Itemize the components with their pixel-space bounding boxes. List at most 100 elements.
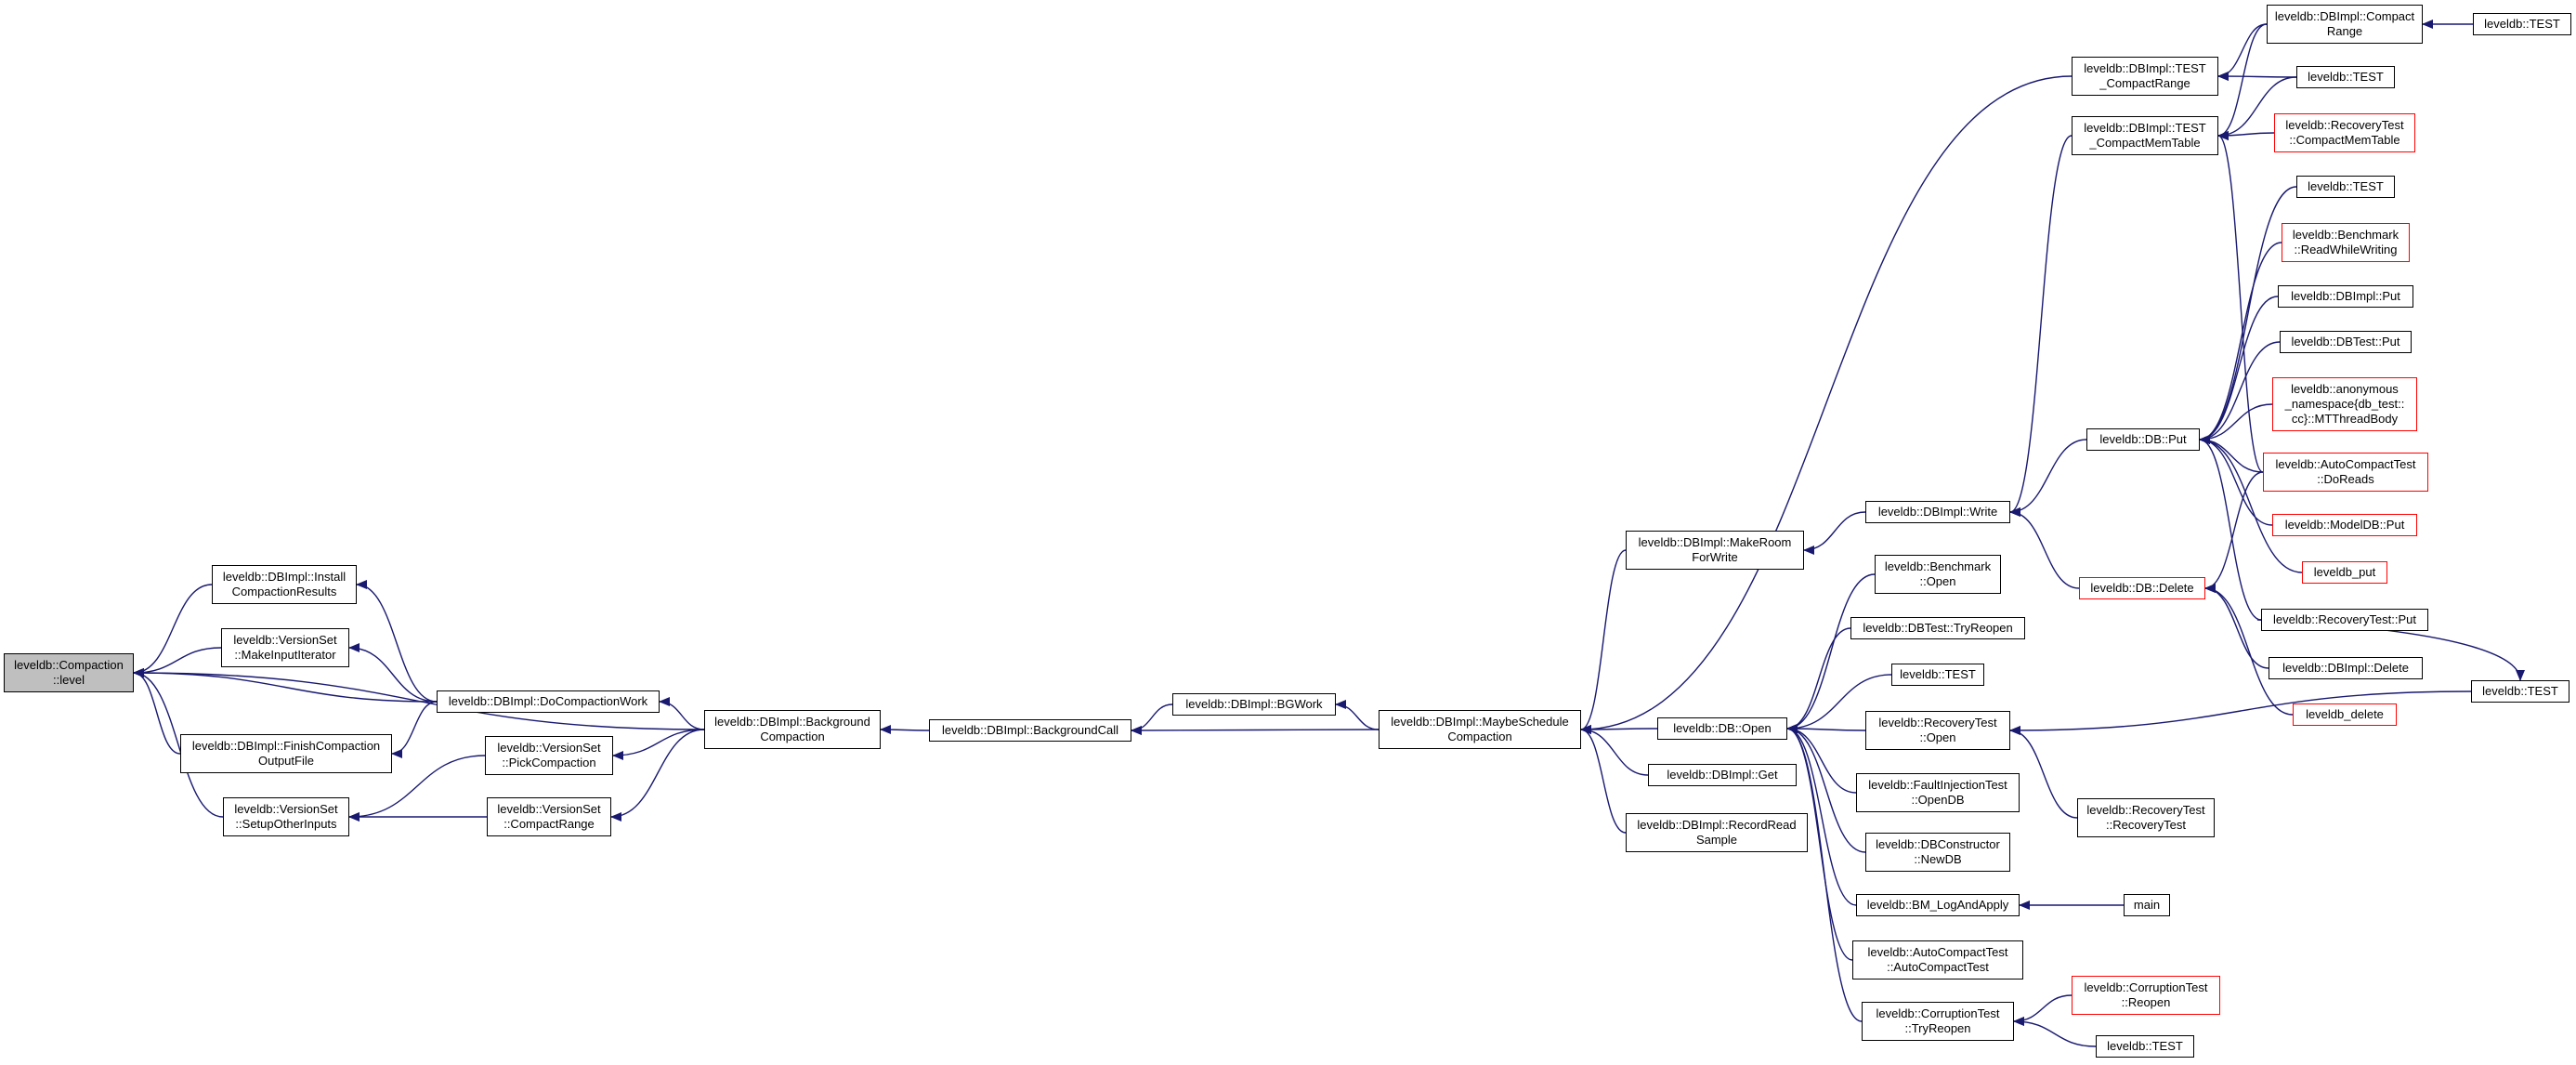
edge-n03-to-n01 [133,647,222,677]
edge-n11-to-n10 [1131,703,1173,735]
edge-n15-to-n12 [1580,725,1649,776]
edge-n43-to-n28 [2217,131,2264,473]
edge-n28-to-n17 [2009,135,2073,517]
edge-n18-to-n14 [1786,573,1876,733]
node-dbimpl-put[interactable]: leveldb::DBImpl::Put [2278,285,2413,308]
node-autocompacttest-ctor[interactable]: leveldb::AutoCompactTest ::AutoCompactTe… [1852,940,2023,980]
node-dbtest-put[interactable]: leveldb::DBTest::Put [2280,331,2412,353]
edge-n19-to-n14 [1786,627,1851,733]
node-recoverytest-compactmemtable[interactable]: leveldb::RecoveryTest ::CompactMemTable [2274,113,2415,152]
edge-n41-to-n29 [2199,341,2281,444]
edge-n09-to-n01 [133,668,705,730]
node-leveldb-delete[interactable]: leveldb_delete [2293,703,2397,726]
node-anonymous-mtthreadbody[interactable]: leveldb::anonymous _namespace{db_test:: … [2272,377,2417,431]
node-benchmark-readwhilewriting[interactable]: leveldb::Benchmark ::ReadWhileWriting [2282,223,2410,262]
node-dbconstructor-newdb[interactable]: leveldb::DBConstructor ::NewDB [1865,833,2010,872]
edge-n09-to-n07 [612,729,705,760]
edge-n31-to-n21 [2009,726,2078,819]
node-dbimpl-test-compactmemtable[interactable]: leveldb::DBImpl::TEST _CompactMemTable [2072,116,2218,155]
edge-n40-to-n29 [2199,296,2279,444]
edge-n42-to-n29 [2199,403,2273,444]
node-benchmark-open[interactable]: leveldb::Benchmark ::Open [1875,555,2001,594]
edge-n48-to-n30 [2204,584,2294,716]
node-dbimpl-test-compactrange[interactable]: leveldb::DBImpl::TEST _CompactRange [2072,57,2218,96]
node-recoverytest-put[interactable]: leveldb::RecoveryTest::Put [2261,609,2428,631]
node-dbimpl-compactrange[interactable]: leveldb::DBImpl::Compact Range [2267,5,2423,44]
edge-n21-to-n14 [1786,724,1866,734]
edge-n06-to-n02 [356,580,438,703]
edge-n06-to-n03 [348,643,438,703]
edge-n12-to-n11 [1335,700,1380,730]
node-corruptiontest-reopen[interactable]: leveldb::CorruptionTest ::Reopen [2072,976,2220,1015]
edge-n13-to-n12 [1580,549,1627,734]
node-dbtest-tryreopen[interactable]: leveldb::DBTest::TryReopen [1850,617,2025,639]
edge-n05-to-n01 [133,668,224,818]
edge-n09-to-n08 [610,729,705,822]
edge-n43-to-n30 [2204,471,2264,593]
node-dbimpl-bgwork[interactable]: leveldb::DBImpl::BGWork [1172,693,1336,716]
edge-n36-to-n27 [2217,72,2297,82]
edges [133,20,2525,1047]
node-dbimpl-makeroom-for-write[interactable]: leveldb::DBImpl::MakeRoom ForWrite [1626,531,1804,570]
node-dbimpl-finish-compaction-output-file[interactable]: leveldb::DBImpl::FinishCompaction Output… [180,734,392,773]
node-test-put[interactable]: leveldb::TEST [2296,176,2395,198]
node-dbimpl-background-compaction[interactable]: leveldb::DBImpl::Background Compaction [704,710,881,749]
edge-n17-to-n13 [1803,511,1866,555]
node-compaction-level: leveldb::Compaction ::level [4,653,134,692]
edge-n30-to-n17 [2009,507,2080,589]
edge-n34-to-n26 [2013,1017,2097,1047]
edge-n46-to-n29 [2199,435,2262,621]
edge-n39-to-n29 [2199,242,2282,444]
node-main[interactable]: main [2124,894,2170,916]
edge-n36-to-n28 [2217,76,2297,140]
edge-n33-to-n26 [2013,994,2073,1026]
node-test-recovery[interactable]: leveldb::TEST [2471,680,2569,703]
edge-n35-to-n28 [2217,23,2268,140]
node-dbimpl-write[interactable]: leveldb::DBImpl::Write [1865,501,2010,523]
node-recoverytest-open[interactable]: leveldb::RecoveryTest ::Open [1865,711,2010,750]
node-versionset-compact-range[interactable]: leveldb::VersionSet ::CompactRange [487,797,611,836]
edge-n20-to-n14 [1786,674,1892,733]
edge-n24-to-n14 [1786,724,1857,906]
edge-n23-to-n14 [1786,724,1866,853]
node-dbimpl-install-compaction-results[interactable]: leveldb::DBImpl::Install CompactionResul… [212,565,357,604]
node-faultinjectiontest-opendb[interactable]: leveldb::FaultInjectionTest ::OpenDB [1856,773,2020,812]
node-versionset-pick-compaction[interactable]: leveldb::VersionSet ::PickCompaction [485,736,613,775]
edge-n07-to-n05 [348,755,486,822]
node-dbimpl-delete[interactable]: leveldb::DBImpl::Delete [2269,657,2423,679]
edge-n44-to-n29 [2199,435,2273,526]
node-dbimpl-get[interactable]: leveldb::DBImpl::Get [1648,764,1797,786]
node-dbimpl-background-call[interactable]: leveldb::DBImpl::BackgroundCall [929,719,1131,742]
edge-n26-to-n14 [1786,724,1863,1022]
node-versionset-make-input-iterator[interactable]: leveldb::VersionSet ::MakeInputIterator [221,628,349,667]
edge-n04-to-n01 [133,668,181,755]
node-test-dbimpl-compactrange[interactable]: leveldb::TEST [2473,13,2571,35]
edge-n35-to-n27 [2217,23,2268,81]
edge-n06-to-n01 [133,668,438,703]
node-db-delete[interactable]: leveldb::DB::Delete [2079,577,2205,599]
node-dbimpl-record-read-sample[interactable]: leveldb::DBImpl::RecordRead Sample [1626,813,1808,852]
node-modeldb-put[interactable]: leveldb::ModelDB::Put [2272,514,2417,536]
edge-n49-to-n21 [2009,690,2472,735]
edge-n09-to-n06 [659,697,705,730]
node-db-put[interactable]: leveldb::DB::Put [2086,428,2200,451]
node-recoverytest-recoverytest[interactable]: leveldb::RecoveryTest ::RecoveryTest [2077,798,2215,837]
node-dbimpl-do-compaction-work[interactable]: leveldb::DBImpl::DoCompactionWork [437,690,660,713]
node-versionset-setup-other-inputs[interactable]: leveldb::VersionSet ::SetupOtherInputs [223,797,349,836]
node-dbimpl-maybe-schedule-compaction[interactable]: leveldb::DBImpl::MaybeSchedule Compactio… [1379,710,1581,749]
node-test-compactrange[interactable]: leveldb::TEST [2296,66,2395,88]
edge-n29-to-n17 [2009,439,2087,517]
node-db-open[interactable]: leveldb::DB::Open [1657,717,1787,740]
edge-n16-to-n12 [1580,725,1627,834]
edge-n06-to-n04 [391,701,438,758]
edge-n45-to-n29 [2199,435,2303,573]
node-leveldb-put[interactable]: leveldb_put [2302,561,2387,584]
node-corruptiontest-tryreopen[interactable]: leveldb::CorruptionTest ::TryReopen [1862,1002,2014,1041]
node-test-corruption[interactable]: leveldb::TEST [2096,1035,2194,1058]
node-bm-logandapply[interactable]: leveldb::BM_LogAndApply [1856,894,2020,916]
node-test-db-open[interactable]: leveldb::TEST [1891,664,1984,686]
node-autocompacttest-doreads[interactable]: leveldb::AutoCompactTest ::DoReads [2263,453,2428,492]
edge-n02-to-n01 [133,584,213,677]
